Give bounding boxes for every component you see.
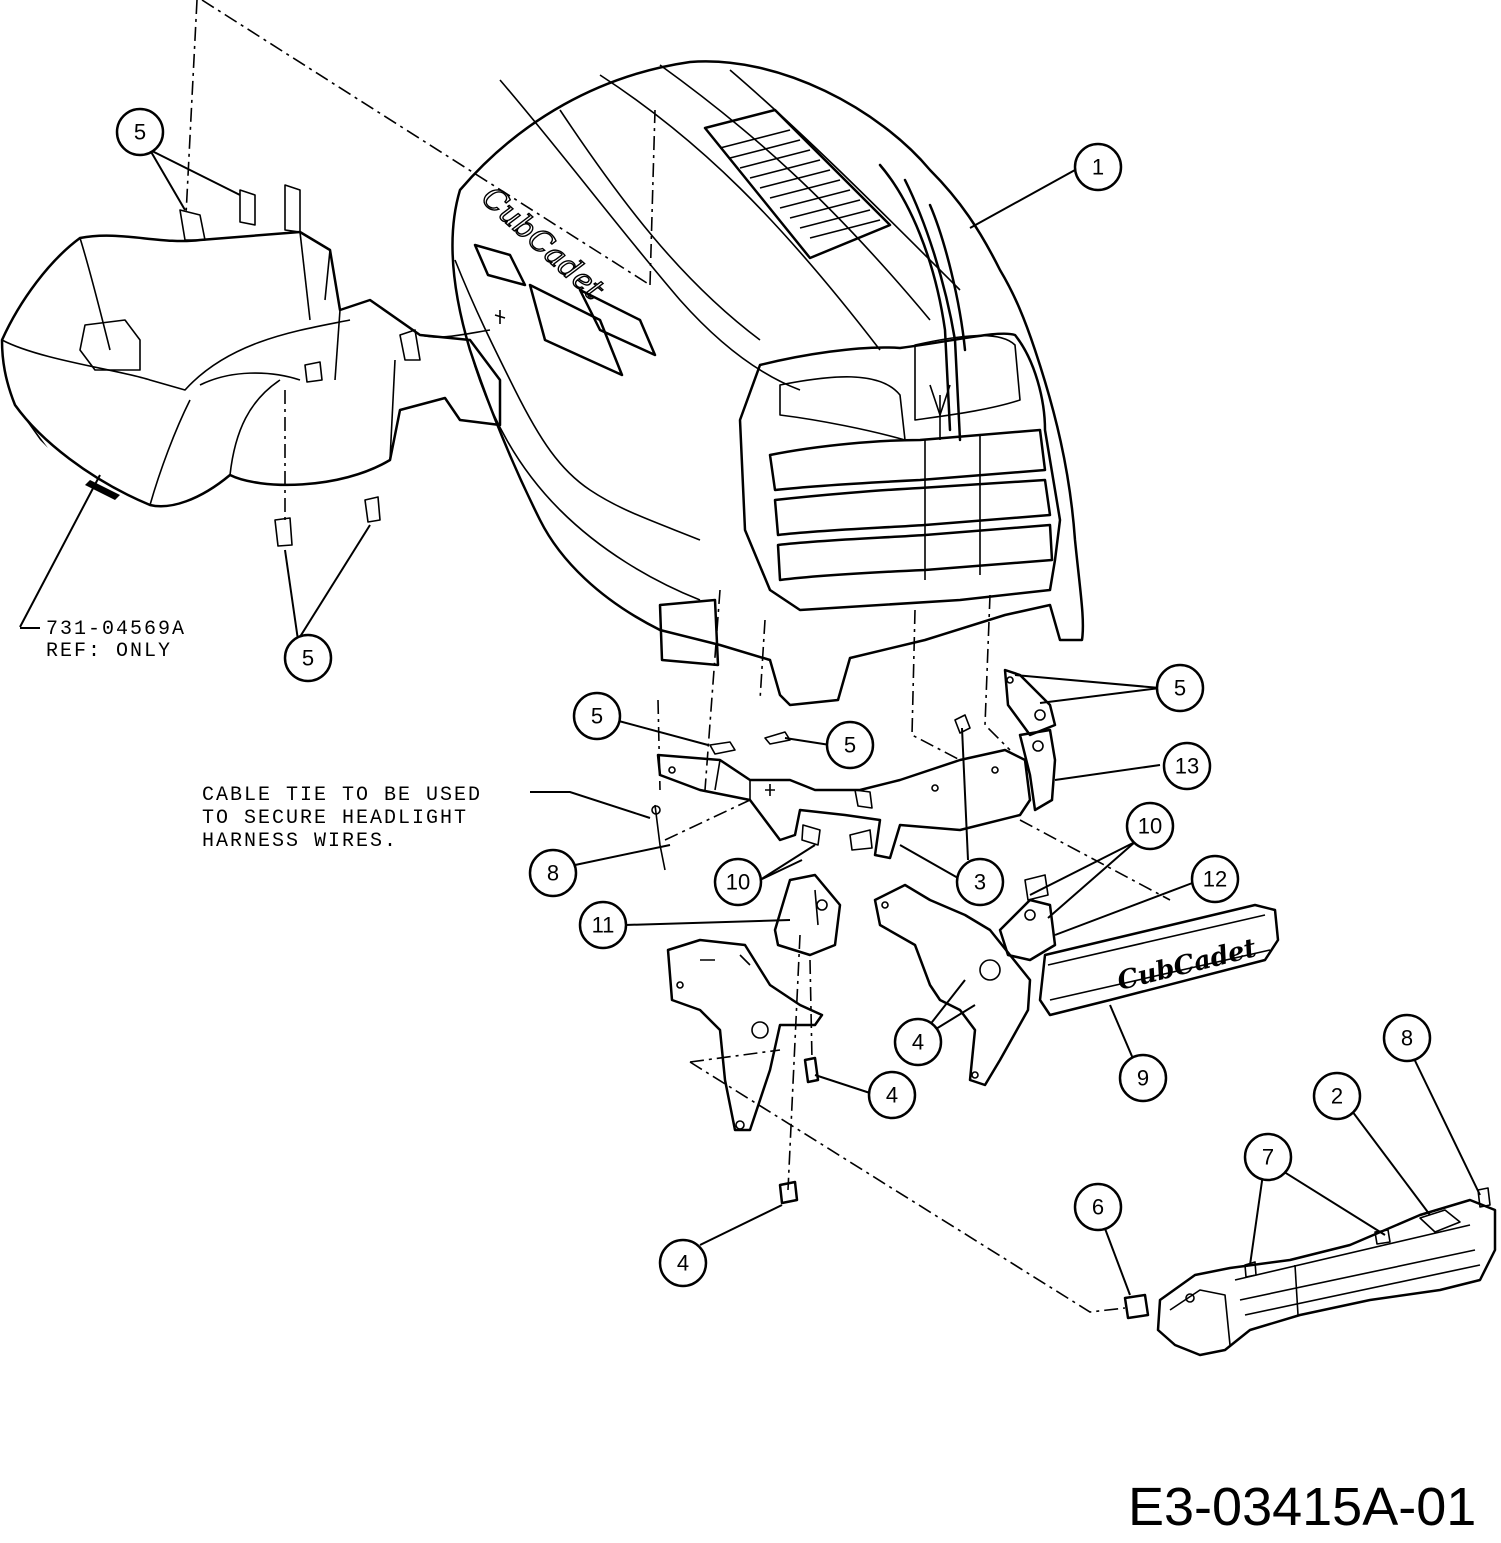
callout-13: 13: [1162, 741, 1212, 791]
hood-logo: CubCadet: [475, 180, 612, 308]
callout-1: 1: [1073, 142, 1123, 192]
callout-11: 11: [578, 900, 628, 950]
callout-8-cable-tie: 8: [528, 848, 578, 898]
svg-text:CABLE TIE TO BE USED: CABLE TIE TO BE USED: [202, 784, 482, 807]
svg-text:5: 5: [302, 646, 314, 671]
svg-text:5: 5: [134, 120, 146, 145]
leader-lines: [19, 149, 1481, 1296]
svg-text:HARNESS WIRES.: HARNESS WIRES.: [202, 830, 398, 853]
callout-9: 9: [1118, 1053, 1168, 1103]
svg-text:9: 9: [1137, 1066, 1149, 1091]
svg-text:8: 8: [547, 861, 559, 886]
callout-4-center: 4: [867, 1070, 917, 1120]
svg-text:7: 7: [1262, 1145, 1274, 1170]
part-reference-note: 731-04569A REF: ONLY: [46, 618, 186, 663]
callout-5-top: 5: [115, 107, 165, 157]
svg-text:731-04569A: 731-04569A: [46, 618, 186, 641]
cable-tie-note: CABLE TIE TO BE USED TO SECURE HEADLIGHT…: [202, 784, 482, 853]
hood-vent-slats: [719, 129, 881, 239]
callout-8-bumper: 8: [1382, 1013, 1432, 1063]
svg-text:5: 5: [844, 733, 856, 758]
hardware: [274, 496, 1150, 1320]
svg-text:4: 4: [886, 1083, 898, 1108]
svg-text:REF: ONLY: REF: ONLY: [46, 640, 172, 663]
callout-5-shield-bottom: 5: [283, 633, 333, 683]
svg-text:TO SECURE HEADLIGHT: TO SECURE HEADLIGHT: [202, 807, 468, 830]
svg-text:5: 5: [1174, 676, 1186, 701]
svg-text:12: 12: [1203, 867, 1227, 892]
callout-5-bracket-right: 5: [1155, 663, 1205, 713]
svg-text:5: 5: [591, 704, 603, 729]
callout-12: 12: [1190, 854, 1240, 904]
callout-4-bottom: 4: [658, 1238, 708, 1288]
svg-text:2: 2: [1331, 1084, 1343, 1109]
svg-text:6: 6: [1092, 1195, 1104, 1220]
callout-7: 7: [1243, 1132, 1293, 1182]
svg-text:1: 1: [1092, 155, 1104, 180]
callout-5-bracket-left: 5: [572, 691, 622, 741]
hood: CubCadet: [451, 60, 1085, 707]
front-bumper: [1156, 1187, 1497, 1357]
svg-text:8: 8: [1401, 1026, 1413, 1051]
grille-logo: CubCadet: [1114, 933, 1259, 996]
hinge-bracket-right: [873, 883, 1057, 1087]
svg-text:3: 3: [974, 870, 986, 895]
callout-2: 2: [1312, 1071, 1362, 1121]
callout-6: 6: [1073, 1182, 1123, 1232]
callout-3: 3: [955, 857, 1005, 907]
svg-text:11: 11: [592, 913, 615, 938]
callout-10-right: 10: [1125, 801, 1175, 851]
callout-10-left: 10: [713, 857, 763, 907]
svg-text:13: 13: [1175, 754, 1199, 779]
hinge-bracket-left: [666, 873, 842, 1132]
grille-badge: CubCadet: [1038, 903, 1280, 1017]
dash-shield: [0, 184, 502, 508]
assembly-dash-lines: [185, 0, 1171, 1313]
svg-text:10: 10: [726, 870, 750, 895]
svg-text:4: 4: [912, 1030, 924, 1055]
drawing-number: E3-03415A-01: [1128, 1477, 1476, 1537]
callout-4-right-hinge: 4: [893, 1017, 943, 1067]
svg-text:10: 10: [1138, 814, 1162, 839]
hood-grille-slots: [768, 428, 1054, 582]
svg-text:4: 4: [677, 1251, 689, 1276]
callout-5-bracket-center: 5: [825, 720, 875, 770]
